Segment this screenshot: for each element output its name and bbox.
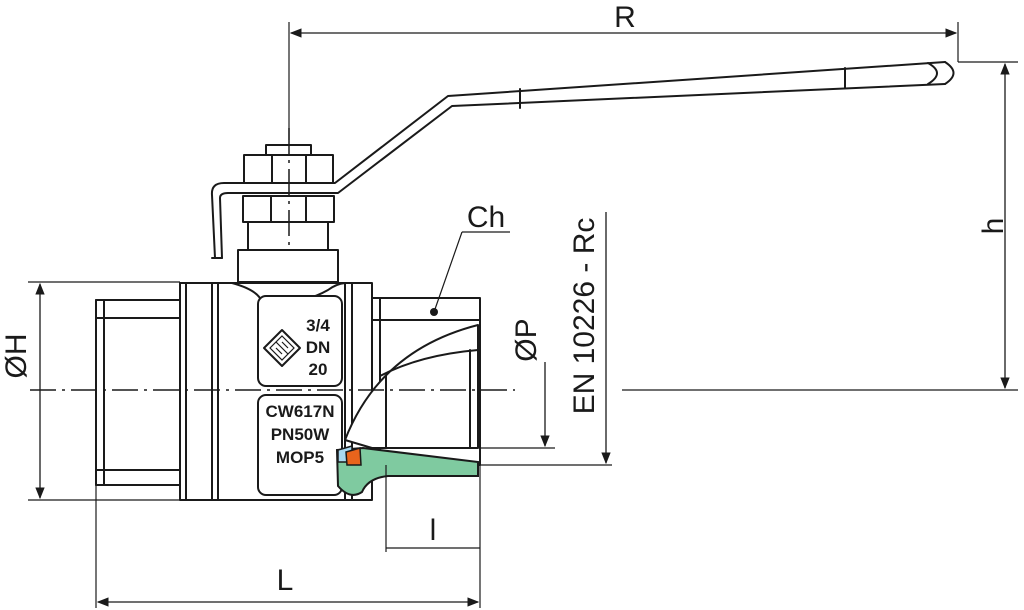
label-l: l (430, 514, 437, 547)
marking-mop: MOP5 (276, 448, 324, 467)
marking-size: 3/4 (306, 316, 330, 335)
label-h: h (977, 218, 1010, 235)
label-L: L (277, 564, 294, 597)
seat-orange (345, 447, 362, 466)
label-diameter-H: ØH (0, 334, 33, 379)
marking-dn-value: 20 (309, 360, 328, 379)
label-diameter-P: ØP (510, 318, 543, 361)
certification-diamond-logo-icon (263, 329, 301, 367)
label-R: R (614, 1, 636, 34)
ch-leader (433, 231, 463, 313)
label-Ch: Ch (467, 201, 505, 234)
cutaway-section (335, 324, 479, 496)
marking-pressure: PN50W (271, 425, 331, 444)
label-thread-standard: EN 10226 - Rc (568, 218, 601, 415)
marking-dn: DN (306, 338, 331, 357)
marking-material: CW617N (266, 402, 335, 421)
seal-green (335, 446, 479, 496)
